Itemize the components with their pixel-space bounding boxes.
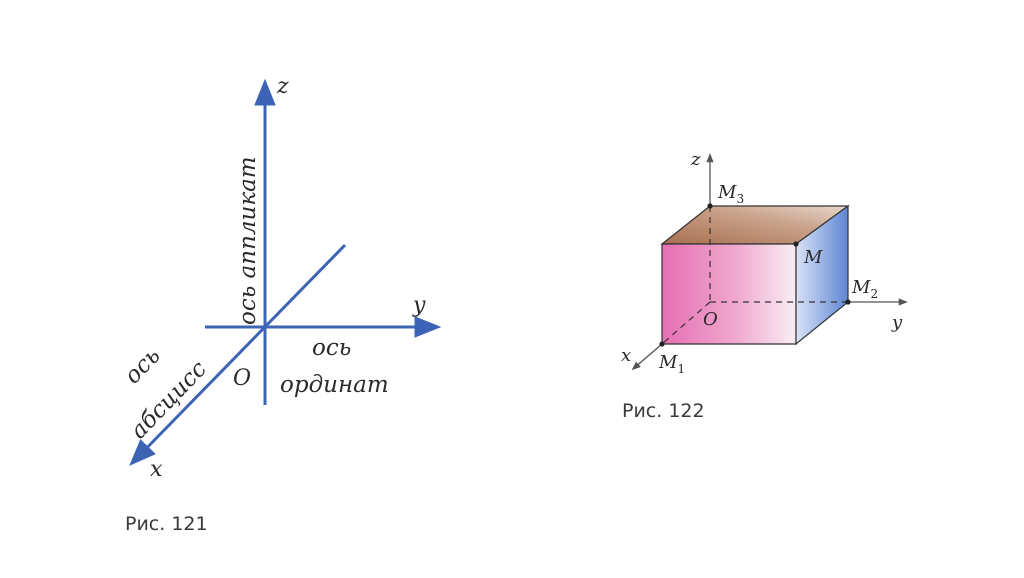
m-label: M [803,247,823,268]
x-axis-name-line1: ось [120,343,166,389]
figure-122: z y x O M3 M M2 M1 Рис. 122 [621,149,908,422]
z-label-122: z [690,149,701,170]
point-m [793,241,799,247]
caption-122: Рис. 122 [622,400,705,422]
x-axis-letter: x [150,457,163,482]
x-label-122: x [621,345,631,366]
figure-121: z y x O ось аппликат ось ординат ось абс… [120,74,442,535]
m3-label: M3 [717,182,744,206]
x-axis-line [129,243,347,466]
point-m1 [659,341,665,347]
point-m3 [707,203,713,209]
m2-label: M2 [851,277,878,301]
point-m2 [845,299,851,305]
m1-label: M1 [658,352,685,376]
origin-label: O [233,366,251,391]
origin-label-122: O [703,309,718,330]
z-axis-name: ось аппликат [235,156,261,325]
y-axis-letter: y [412,293,426,318]
y-axis-name-line1: ось [312,335,351,361]
caption-121: Рис. 121 [125,513,208,535]
y-axis-name-line2: ординат [280,372,389,398]
z-axis-letter: z [276,74,289,99]
box-front-face [661,243,797,345]
x-axis-122 [631,343,663,371]
y-label-122: y [891,312,903,333]
